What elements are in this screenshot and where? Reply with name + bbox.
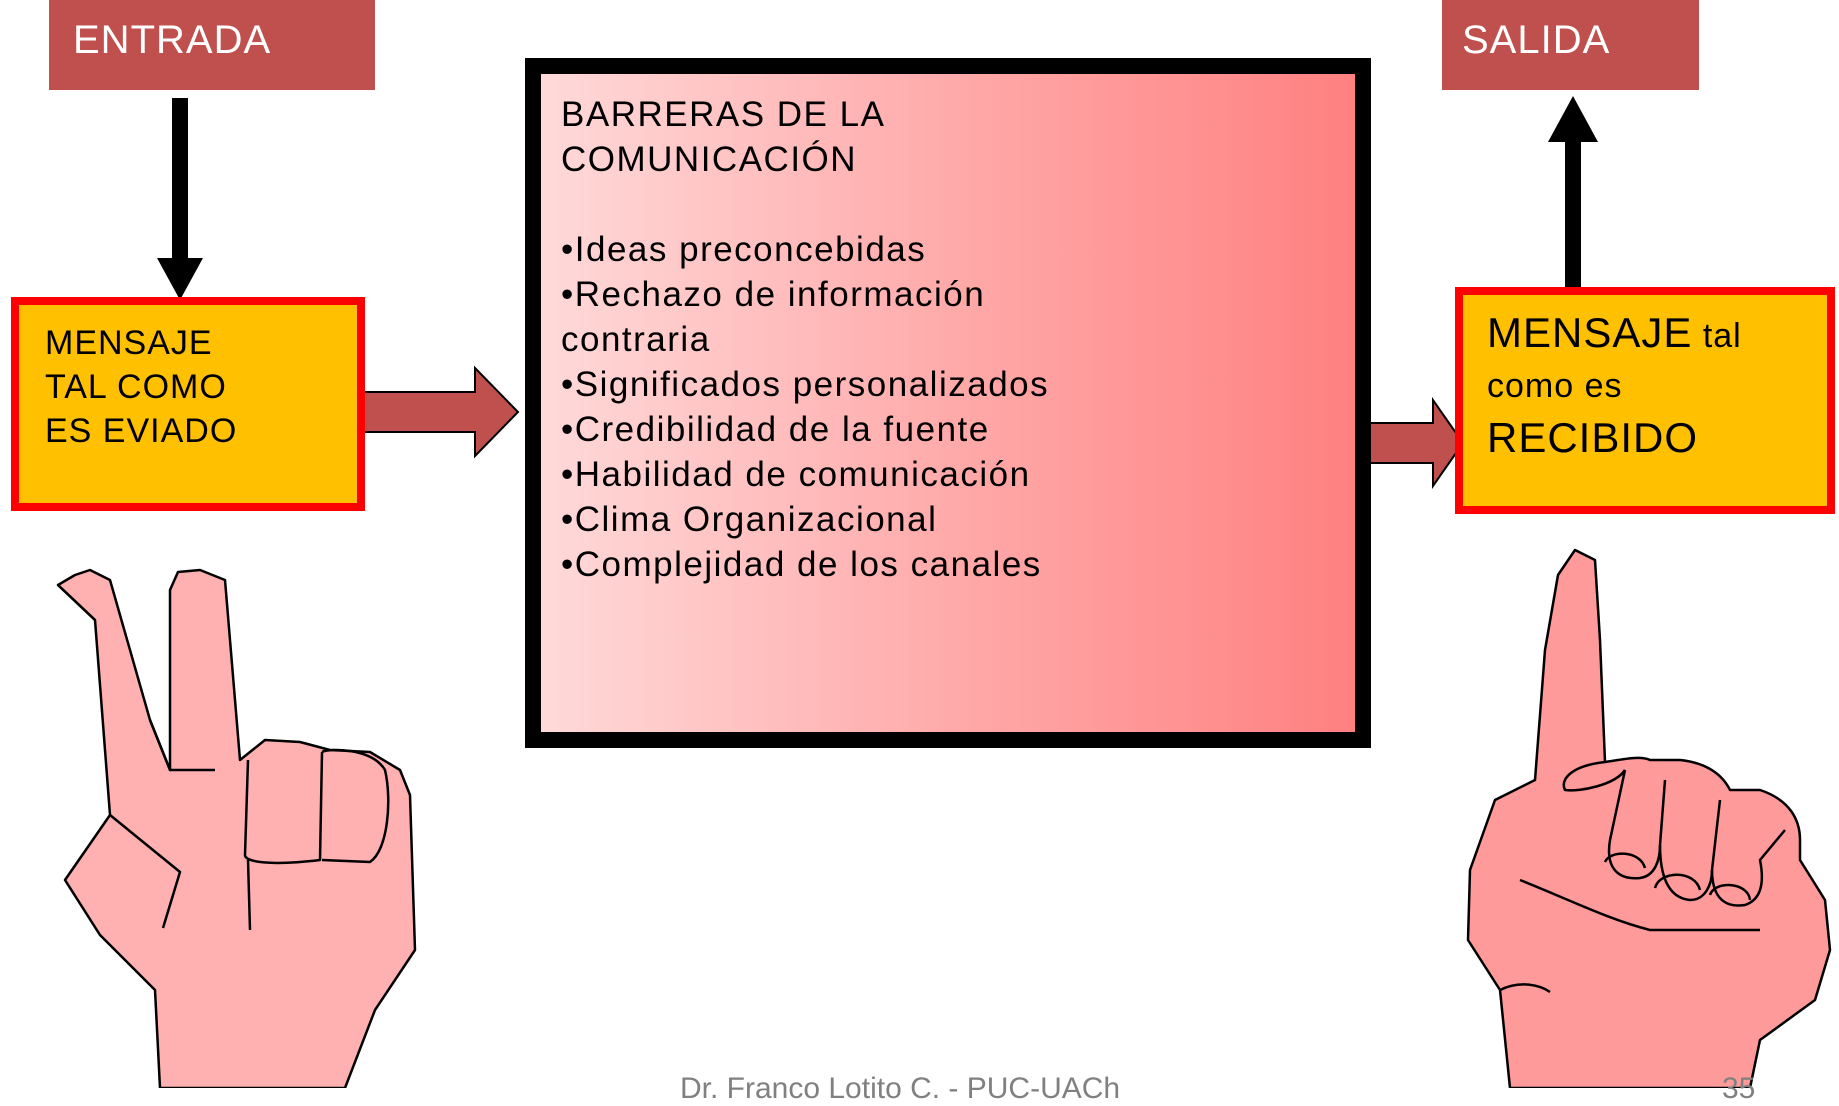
right-arrow-to-barriers bbox=[356, 365, 520, 459]
pointing-hand-icon bbox=[1466, 548, 1832, 1088]
barrier-item: •Credibilidad de la fuente bbox=[561, 410, 990, 449]
page-number: 35 bbox=[1722, 1072, 1756, 1105]
salida-text: SALIDA bbox=[1462, 18, 1611, 62]
barrier-item: contraria bbox=[561, 320, 711, 359]
down-arrow bbox=[157, 98, 203, 300]
message-received-line1: MENSAJE tal bbox=[1487, 307, 1827, 362]
entrada-text: ENTRADA bbox=[73, 18, 272, 62]
message-sent-line: ES EVIADO bbox=[45, 412, 238, 450]
message-sent-line: TAL COMO bbox=[45, 368, 227, 406]
barriers-title: BARRERAS DE LA COMUNICACIÓN bbox=[561, 92, 1355, 182]
message-received-line3: RECIBIDO bbox=[1487, 414, 1699, 461]
barrier-item: •Significados personalizados bbox=[561, 365, 1050, 404]
entrada-label: ENTRADA bbox=[49, 0, 375, 90]
barriers-title-line: BARRERAS DE LA bbox=[561, 95, 886, 134]
barrier-item: •Rechazo de información bbox=[561, 275, 986, 314]
message-received-line2: como es bbox=[1487, 367, 1623, 405]
barrier-item: •Ideas preconcebidas bbox=[561, 230, 927, 269]
message-sent-box: MENSAJE TAL COMO ES EVIADO bbox=[11, 297, 365, 511]
footer-text: Dr. Franco Lotito C. - PUC-UACh bbox=[680, 1072, 1121, 1105]
up-arrow bbox=[1548, 96, 1598, 290]
barrier-item: •Habilidad de comunicación bbox=[561, 455, 1031, 494]
peace-hand-icon bbox=[56, 568, 417, 1088]
message-received-big: MENSAJE bbox=[1487, 309, 1693, 356]
barrier-item: •Complejidad de los canales bbox=[561, 545, 1042, 584]
message-received-small: tal bbox=[1692, 317, 1742, 355]
barriers-box: BARRERAS DE LA COMUNICACIÓN •Ideas preco… bbox=[525, 58, 1371, 748]
barrier-item: •Clima Organizacional bbox=[561, 500, 938, 539]
salida-label: SALIDA bbox=[1442, 0, 1699, 90]
message-received-box: MENSAJE tal como es RECIBIDO bbox=[1455, 287, 1835, 514]
message-sent-line: MENSAJE bbox=[45, 324, 213, 362]
barriers-title-line: COMUNICACIÓN bbox=[561, 140, 858, 179]
